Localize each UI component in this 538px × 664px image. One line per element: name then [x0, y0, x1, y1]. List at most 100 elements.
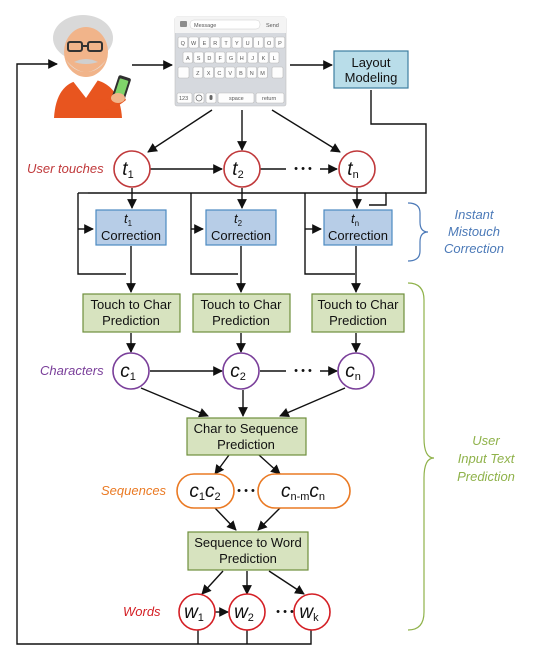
keyboard-key — [215, 51, 226, 64]
touch-to-char-box-1: Touch to Char Prediction — [82, 293, 181, 333]
svg-text:wk: wk — [299, 602, 319, 624]
keyboard-key-label: A — [186, 56, 190, 62]
word-node-k: wk — [293, 593, 331, 631]
keyboard-key-label: O — [267, 41, 272, 47]
char-node-2-main: c — [230, 361, 240, 382]
touch-node-1-sub: 1 — [128, 169, 134, 181]
user-input-label-3: Prediction — [457, 469, 515, 484]
sequence-nodes: c1c2 • • • cn-mcn — [176, 473, 351, 509]
keyboard-key-label: L — [273, 56, 276, 62]
svg-text:t1: t1 — [124, 211, 133, 228]
touch-node-1: t1 — [113, 150, 151, 188]
keyboard-key — [214, 66, 225, 79]
correction-box-n: tn Correction — [323, 209, 393, 246]
seq-1-b: c — [205, 481, 215, 502]
keyboard-key-label: E — [203, 41, 207, 47]
keyboard-send: Send — [266, 23, 279, 29]
word-node-2: w2 — [228, 593, 266, 631]
char-ellipsis: • • • — [294, 365, 312, 377]
seq-2-b-sub: n — [319, 491, 325, 503]
keyboard-key-label: G — [229, 56, 233, 62]
keyboard-key — [220, 36, 232, 49]
keyboard-key-label: P — [278, 41, 282, 47]
keyboard-key-label: B — [239, 71, 243, 77]
seq-2-b: c — [309, 481, 319, 502]
keyboard-key — [203, 66, 214, 79]
keyboard-key — [253, 36, 264, 49]
keyboard-key-label: X — [207, 71, 211, 77]
word-node-2-main: w — [234, 602, 249, 623]
globe-icon — [195, 94, 203, 102]
keyboard-key-label: U — [246, 41, 250, 47]
characters-label: Characters — [40, 363, 104, 378]
keyboard-key — [257, 66, 268, 79]
keyboard-key-label: D — [207, 56, 211, 62]
char-to-sequence-box: Char to Sequence Prediction — [186, 417, 307, 456]
microphone-icon — [209, 95, 213, 100]
touch-to-char-boxes: Touch to Char Prediction Touch to Char P… — [82, 293, 405, 333]
touch-to-char-2-label-2: Prediction — [212, 313, 270, 328]
keyboard-key — [274, 36, 286, 49]
word-node-k-main: w — [299, 602, 314, 623]
seq-1-a: c — [189, 481, 199, 502]
keyboard-key — [264, 36, 275, 49]
shift-key — [177, 66, 190, 79]
keyboard-key — [188, 36, 199, 49]
keyboard-space: space — [229, 96, 244, 102]
svg-text:c2: c2 — [230, 361, 246, 383]
keyboard-message-field: Message — [194, 23, 216, 29]
keyboard-key — [210, 36, 221, 49]
touch-node-1-main: t — [122, 159, 128, 180]
keyboard-key — [236, 51, 247, 64]
touch-to-char-2-label-1: Touch to Char — [201, 297, 283, 312]
user-input-label-2: Input Text — [458, 451, 516, 466]
keyboard-key — [269, 51, 280, 64]
keyboard-key — [231, 36, 242, 49]
instant-label-1: Instant — [454, 207, 494, 222]
touch-node-2-sub: 2 — [238, 169, 244, 181]
char-node-n-sub: n — [355, 371, 361, 383]
keyboard-key — [225, 66, 236, 79]
keyboard-return: return — [262, 96, 276, 102]
keyboard-key — [193, 51, 204, 64]
svg-text:tn: tn — [351, 211, 359, 228]
keyboard-key-label: K — [262, 56, 266, 62]
layout-modeling-box: Layout Modeling — [333, 50, 409, 89]
svg-text:tn: tn — [347, 159, 358, 181]
char-to-seq-label-1: Char to Sequence — [194, 421, 299, 436]
svg-text:c1c2: c1c2 — [189, 481, 220, 503]
char-node-1-sub: 1 — [130, 371, 136, 383]
instant-brace — [407, 202, 429, 262]
char-node-1: c1 — [112, 352, 150, 390]
svg-text:cn-mcn: cn-mcn — [281, 481, 325, 503]
char-node-2-sub: 2 — [240, 371, 246, 383]
layout-label-2: Modeling — [345, 70, 398, 85]
word-node-2-sub: 2 — [248, 612, 254, 624]
correction-box-1: t1 Correction — [95, 209, 167, 246]
keyboard-key-label: Z — [196, 71, 200, 77]
svg-text:w2: w2 — [234, 602, 254, 624]
keyboard-key-label: J — [251, 56, 254, 62]
keyboard-key-label: W — [191, 41, 197, 47]
instant-label-3: Correction — [444, 241, 504, 256]
keyboard-key-label: I — [258, 41, 260, 47]
correction-1-label: Correction — [101, 228, 161, 243]
svg-text:c1: c1 — [120, 361, 136, 383]
keyboard-num-key: 123 — [179, 96, 188, 102]
word-node-k-sub: k — [313, 612, 319, 624]
correction-n-sub: n — [355, 219, 359, 228]
user-input-label-1: User — [472, 433, 500, 448]
char-nodes: c1 c2 cn • • • — [112, 352, 375, 390]
keyboard-key-label: S — [197, 56, 201, 62]
char-to-seq-label-2: Prediction — [217, 437, 275, 452]
char-node-n-main: c — [345, 361, 355, 382]
seq-ellipsis: • • • — [237, 485, 255, 497]
keyboard-key — [247, 51, 258, 64]
keyboard-key — [246, 66, 257, 79]
word-node-1-main: w — [184, 602, 199, 623]
svg-text:w1: w1 — [184, 602, 204, 624]
touch-to-char-box-2: Touch to Char Prediction — [192, 293, 291, 333]
char-node-2: c2 — [222, 352, 260, 390]
